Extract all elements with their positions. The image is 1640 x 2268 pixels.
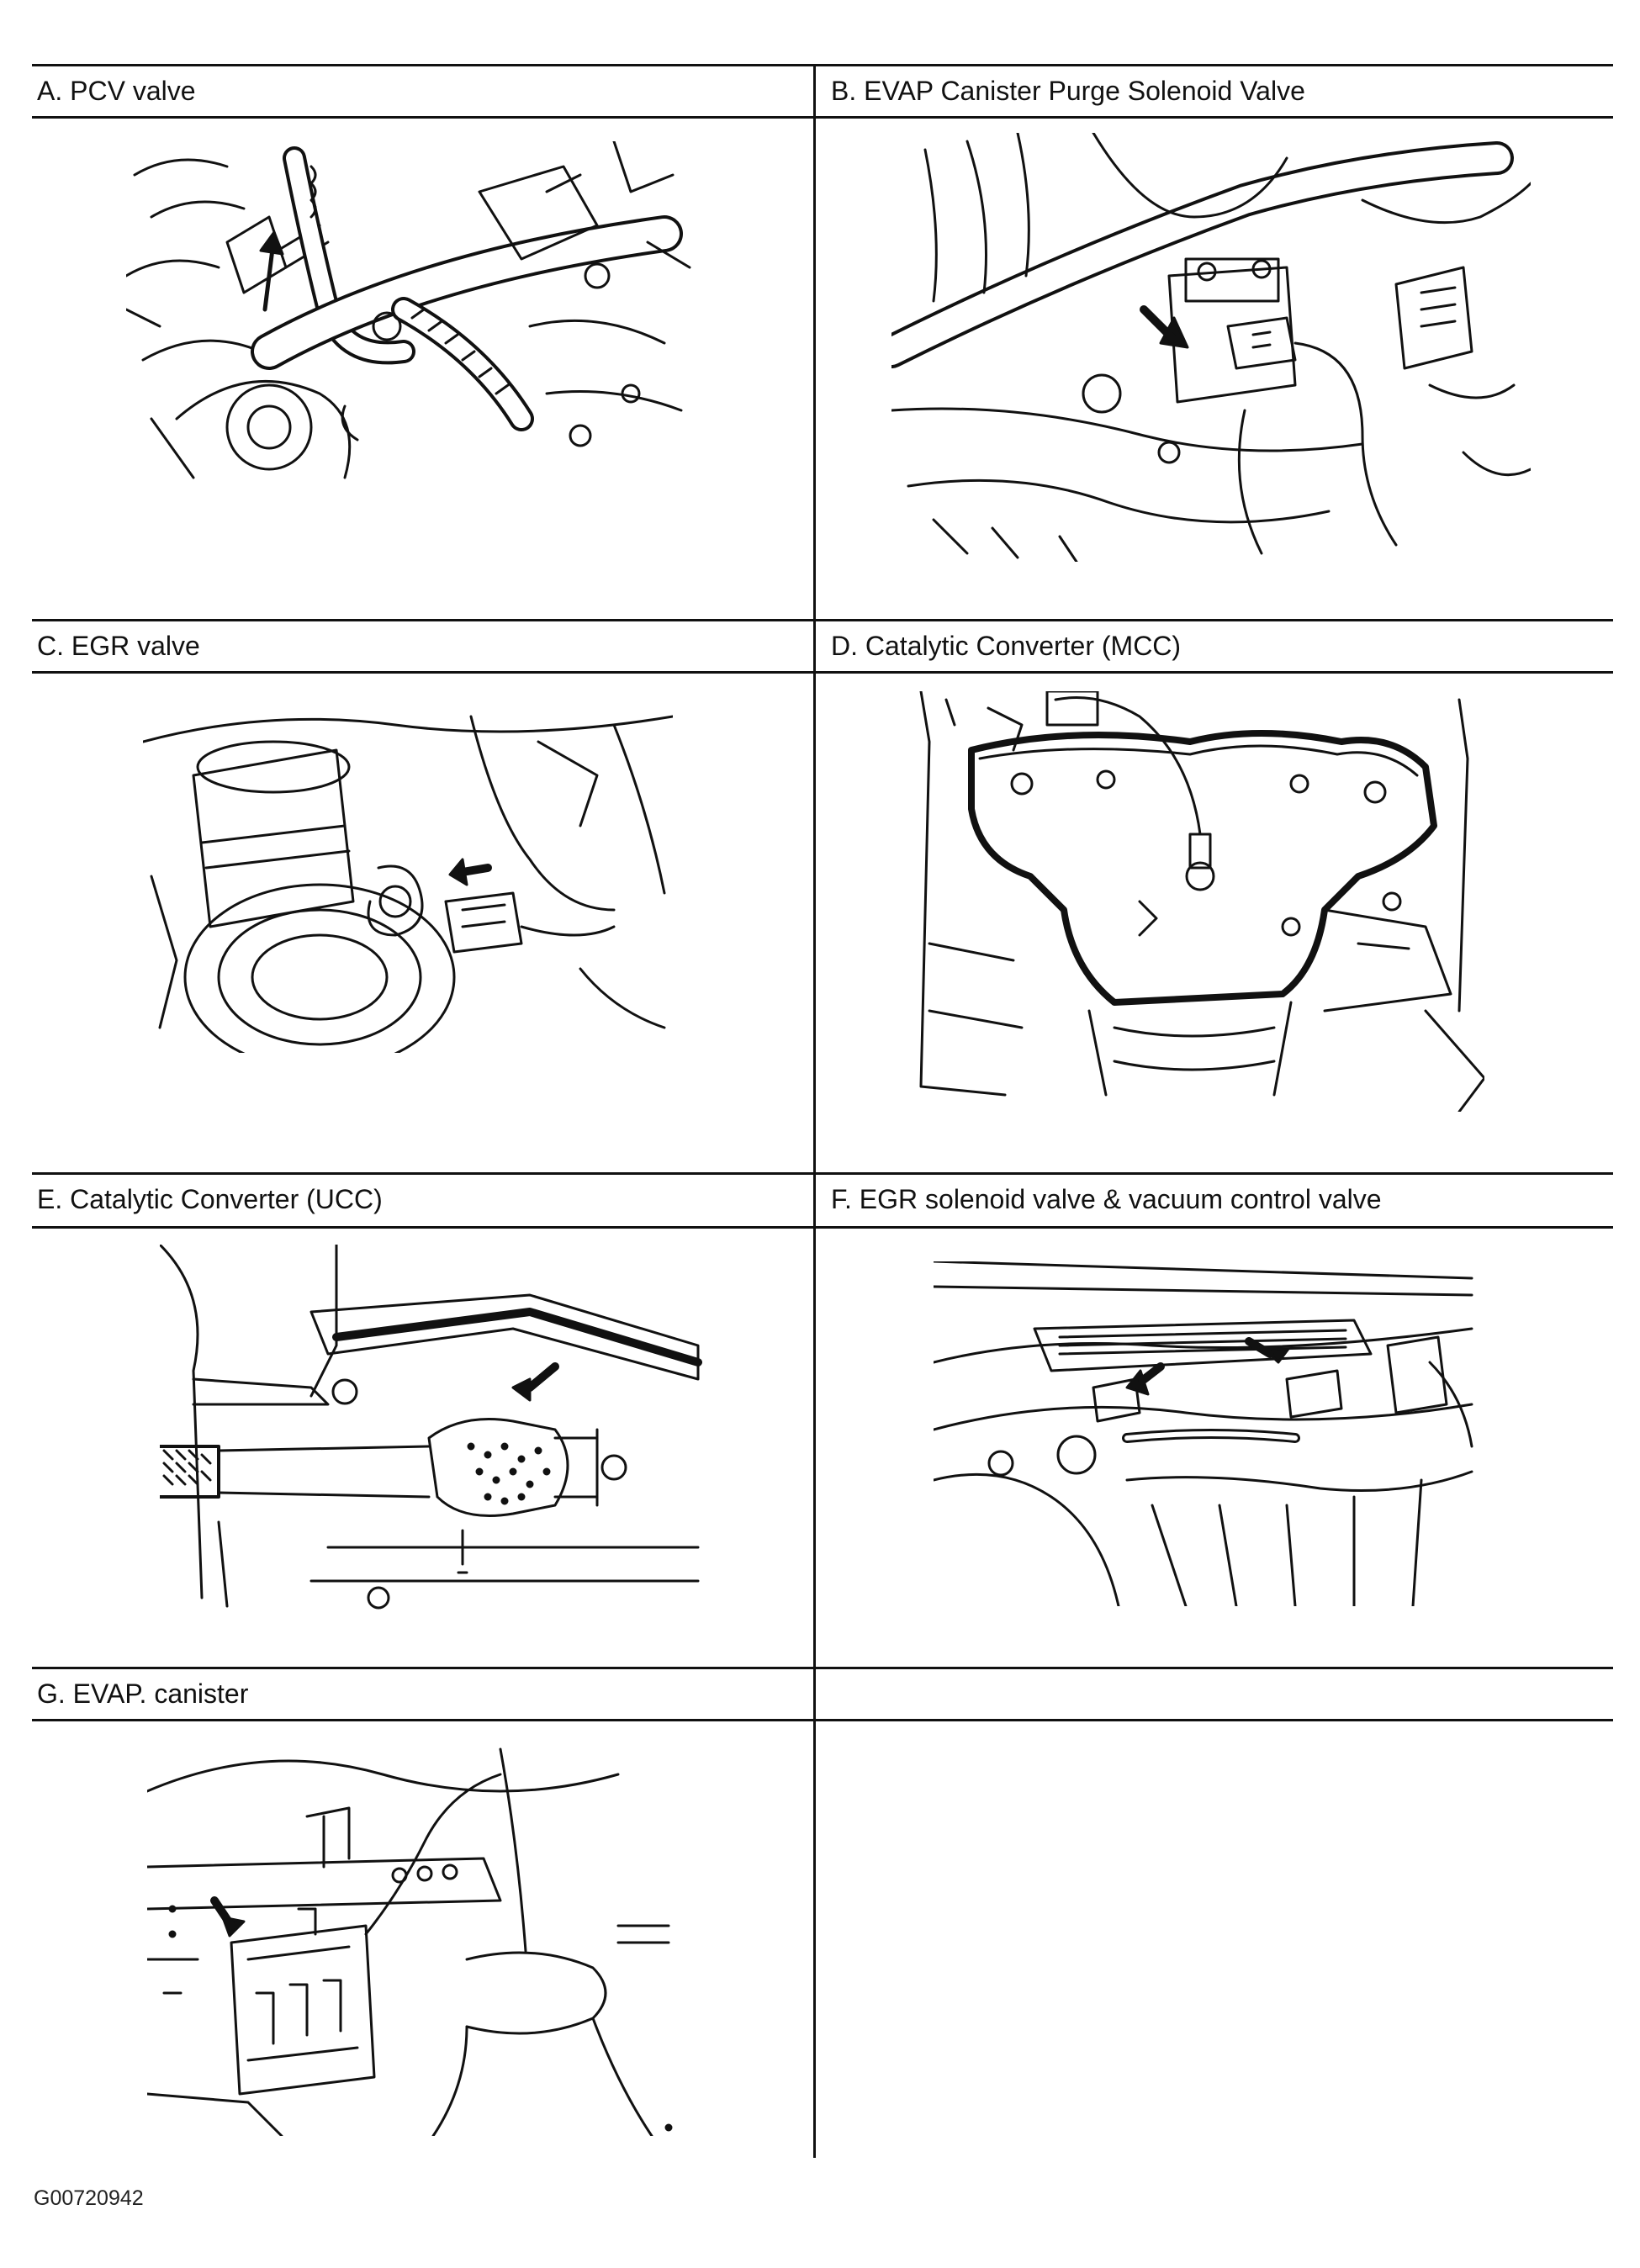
panel-label-f: F. EGR solenoid valve & vacuum control v…: [831, 1184, 1382, 1214]
pcv-valve-illustration: [126, 141, 698, 486]
divider-row-1-label: [32, 116, 1613, 119]
evap-purge-solenoid-illustration: [891, 133, 1531, 562]
divider-column: [813, 66, 816, 2158]
divider-row-3-top: [32, 1172, 1613, 1175]
divider-row-4-top: [32, 1667, 1613, 1669]
panel-label-g: G. EVAP. canister: [37, 1679, 249, 1709]
divider-row-1-top: [32, 64, 1613, 66]
catalytic-converter-ucc-illustration: [160, 1245, 715, 1615]
divider-row-2-top: [32, 619, 1613, 621]
panel-label-d: D. Catalytic Converter (MCC): [831, 631, 1182, 661]
divider-row-2-label: [32, 671, 1613, 674]
divider-row-4-label: [32, 1719, 1613, 1721]
catalytic-converter-mcc-illustration: [904, 691, 1484, 1112]
divider-row-3-label: [32, 1226, 1613, 1229]
panel-label-b: B. EVAP Canister Purge Solenoid Valve: [831, 76, 1305, 106]
figure-code: G00720942: [34, 2186, 144, 2210]
egr-solenoid-vacuum-valve-illustration: [934, 1261, 1480, 1606]
panel-label-e: E. Catalytic Converter (UCC): [37, 1184, 383, 1214]
egr-valve-illustration: [143, 691, 673, 1053]
panel-label-c: C. EGR valve: [37, 631, 200, 661]
evap-canister-illustration: [147, 1741, 685, 2136]
panel-label-a: A. PCV valve: [37, 76, 196, 106]
